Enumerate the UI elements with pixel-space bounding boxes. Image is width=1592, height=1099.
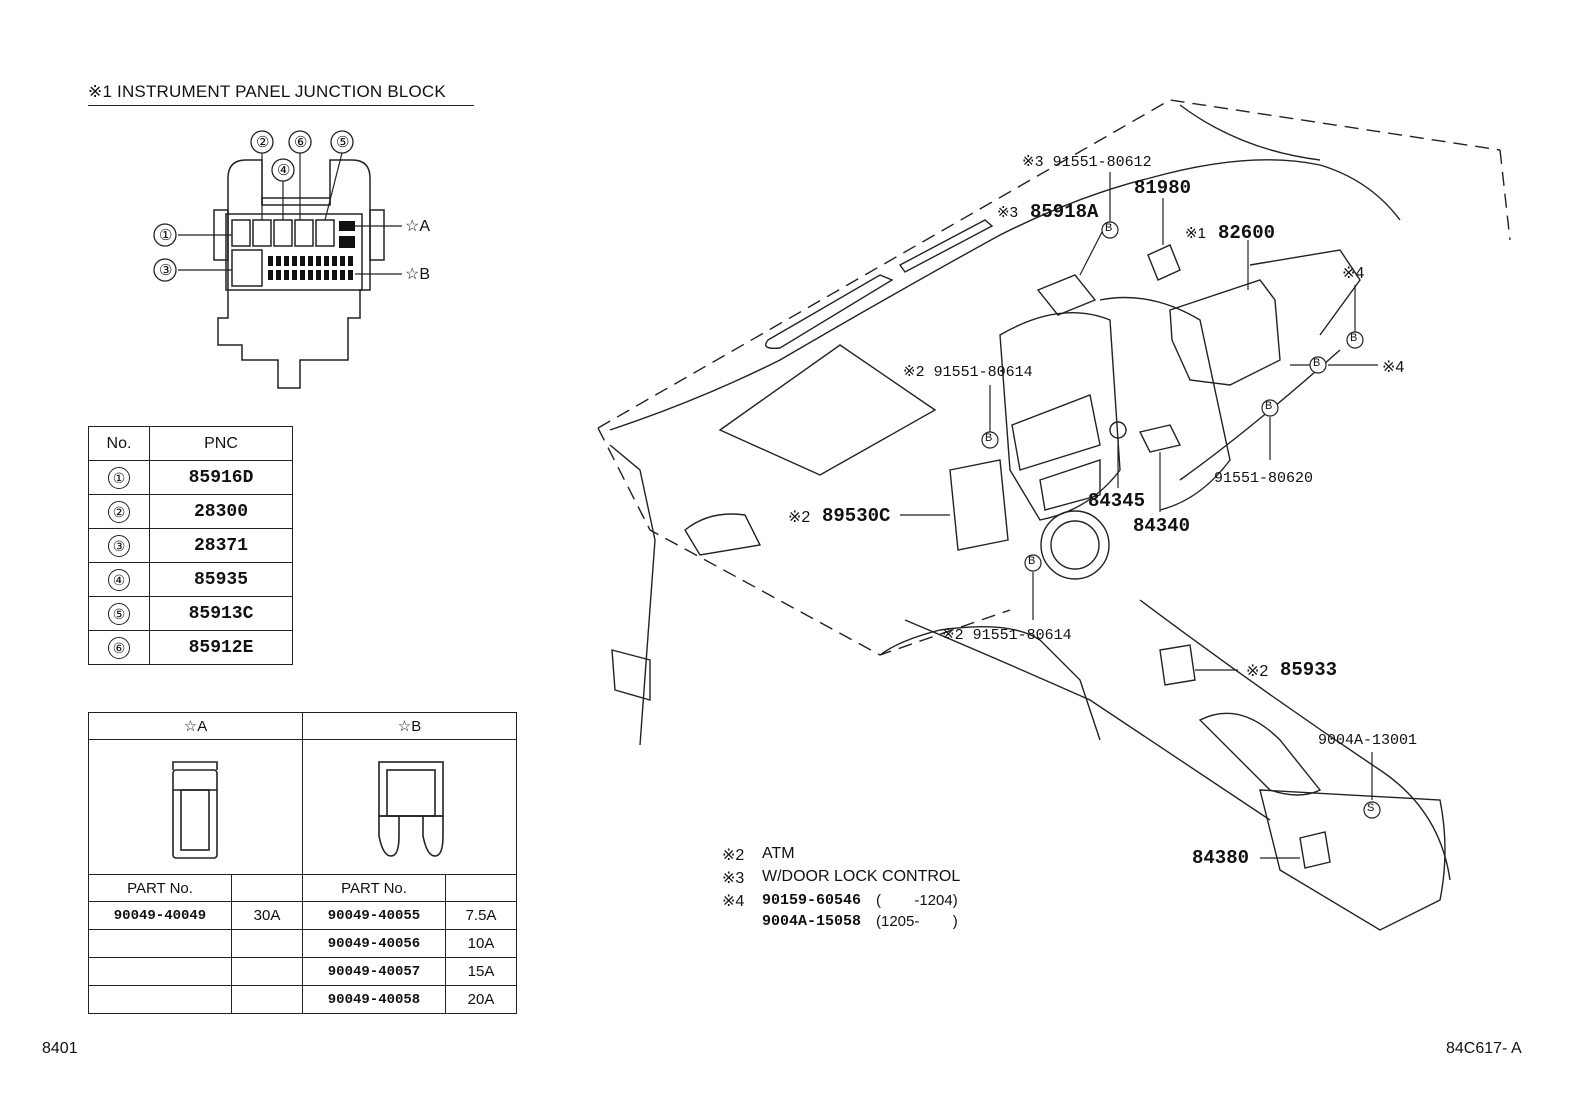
table-row: 90049-40056 10A: [88, 929, 517, 958]
label-85933: 85933: [1280, 659, 1338, 681]
part-no-label-a: PART No.: [88, 874, 232, 902]
note-2-text: ATM: [762, 845, 795, 862]
callout-6: ⑥: [294, 134, 308, 151]
row-pnc: 85913C: [149, 596, 293, 631]
b-marker: B: [1350, 332, 1358, 344]
row-number: ⑥: [108, 636, 130, 659]
label-91551-80620: 91551-80620: [1214, 470, 1314, 487]
note-4-mark: ※4: [722, 893, 745, 910]
row-pnc: 28371: [149, 528, 293, 563]
fuse-table: ☆A ☆B: [88, 712, 517, 1014]
table-row: 90049-40049 30A 90049-40055 7.5A: [88, 901, 517, 930]
label-9004a-13001: 9004A-13001: [1318, 732, 1418, 749]
row-number: ②: [108, 500, 130, 523]
label-81980: 81980: [1134, 177, 1192, 199]
label-85918a-mark: ※3: [997, 204, 1018, 221]
fuse-b-amp: 7.5A: [445, 901, 517, 930]
label-82600-mark: ※1: [1185, 225, 1206, 242]
note-4a-part: 90159-60546: [762, 892, 862, 909]
callout-3: ③: [159, 262, 173, 279]
note-4b-range: (1205- ): [876, 913, 958, 930]
note-3-text: W/DOOR LOCK CONTROL: [762, 868, 961, 885]
label-89530c-mark: ※2: [788, 509, 811, 526]
star-a-label: ☆A: [405, 218, 431, 235]
table-row: ⑥ 85912E: [88, 630, 293, 665]
label-91551-80614-b: ※2 91551-80614: [942, 627, 1072, 644]
row-pnc: 85912E: [149, 630, 293, 665]
pnc-header-no: No.: [88, 426, 150, 461]
table-row: ⑤ 85913C: [88, 596, 293, 631]
pnc-header-pnc: PNC: [149, 426, 293, 461]
b-marker: B: [985, 432, 993, 444]
note-2-mark: ※2: [722, 847, 745, 864]
fuse-a-part: 90049-40049: [88, 901, 232, 930]
note-4b-part: 9004A-15058: [762, 913, 862, 930]
row-number: ⑤: [108, 602, 130, 625]
row-number: ④: [108, 568, 130, 591]
table-row: ③ 28371: [88, 528, 293, 563]
b-marker: B: [1313, 357, 1321, 369]
row-pnc: 85916D: [149, 460, 293, 495]
label-91551-80614-a: ※2 91551-80614: [903, 364, 1033, 381]
fuse-header-a: ☆A: [88, 712, 303, 740]
callout-4: ④: [277, 162, 291, 179]
label-84345: 84345: [1088, 490, 1146, 512]
row-number: ③: [108, 534, 130, 557]
label-85933-mark: ※2: [1246, 663, 1269, 680]
label-84380: 84380: [1192, 847, 1250, 869]
maxi-fuse-icon: [172, 761, 218, 859]
note-3-mark: ※3: [722, 870, 745, 887]
fuse-b-amp: 15A: [445, 957, 517, 986]
label-x4-right: ※4: [1382, 359, 1405, 376]
table-row: 90049-40057 15A: [88, 957, 517, 986]
mini-fuse-icon: [378, 761, 444, 857]
fuse-a-picture: [88, 739, 303, 875]
footer-right: 84C617- A: [1446, 1040, 1522, 1057]
junction-block-title: ※1 INSTRUMENT PANEL JUNCTION BLOCK: [88, 82, 474, 106]
row-number: ①: [108, 466, 130, 489]
table-row: 90049-40058 20A: [88, 985, 517, 1014]
label-84340: 84340: [1133, 515, 1191, 537]
fuse-b-amp: 10A: [445, 929, 517, 958]
fuse-header-b: ☆B: [302, 712, 517, 740]
label-x4-top: ※4: [1342, 265, 1365, 282]
table-row: ① 85916D: [88, 460, 293, 495]
table-row: ④ 85935: [88, 562, 293, 597]
fuse-b-part: 90049-40057: [302, 957, 446, 986]
b-marker: B: [1028, 555, 1036, 567]
callout-2: ②: [256, 134, 270, 151]
label-82600: 82600: [1218, 222, 1276, 244]
footer-left: 8401: [42, 1040, 78, 1057]
callout-1: ①: [159, 227, 173, 244]
label-85918a: 85918A: [1030, 201, 1099, 223]
fuse-b-part: 90049-40055: [302, 901, 446, 930]
label-89530c: 89530C: [822, 505, 891, 527]
b-marker: B: [1265, 400, 1273, 412]
row-pnc: 85935: [149, 562, 293, 597]
star-b-label: ☆B: [405, 266, 431, 283]
label-91551-80612: ※3 91551-80612: [1022, 154, 1152, 171]
s-marker: S: [1367, 802, 1375, 814]
b-marker: B: [1105, 222, 1113, 234]
callout-5: ⑤: [336, 134, 350, 151]
fuse-b-amp: 20A: [445, 985, 517, 1014]
fuse-b-part: 90049-40056: [302, 929, 446, 958]
note-4a-range: ( -1204): [876, 892, 958, 909]
part-no-label-b: PART No.: [302, 874, 446, 902]
